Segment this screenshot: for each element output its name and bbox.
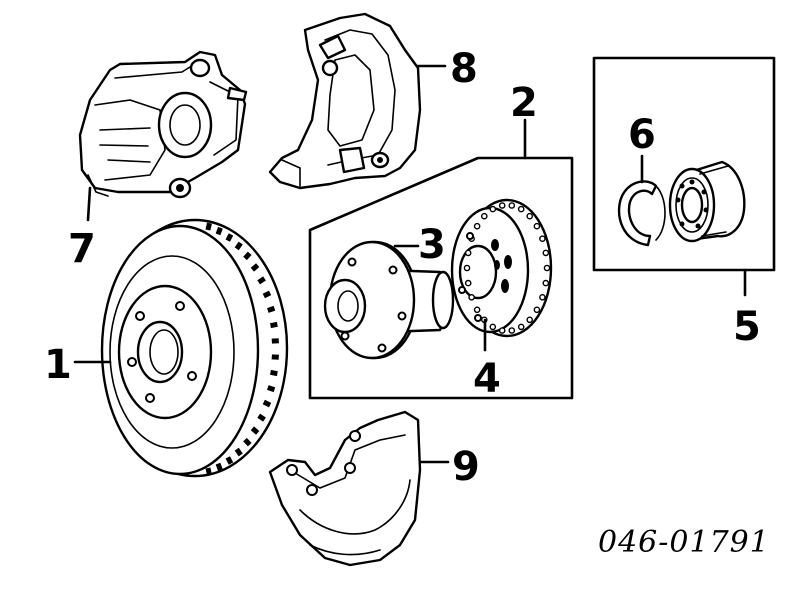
callout-2: 2 <box>510 80 538 126</box>
tone-ring-tooth <box>464 249 472 257</box>
vent-slot <box>234 447 243 457</box>
vent-slot <box>250 263 260 272</box>
dust-shield-part <box>268 410 450 567</box>
callout-6: 6 <box>628 112 656 158</box>
vent-slot <box>271 354 279 360</box>
vent-slot <box>215 462 223 472</box>
callout-1: 1 <box>44 342 72 388</box>
wheel-bearing-part <box>668 160 746 243</box>
tone-ring-tooth <box>543 264 551 272</box>
vent-slot <box>257 413 266 422</box>
tone-ring-tooth <box>542 249 550 257</box>
vent-slot <box>225 233 234 242</box>
vent-slot <box>225 456 234 465</box>
vent-slot <box>205 467 212 476</box>
tone-ring-tooth <box>468 293 475 301</box>
tone-ring-tooth <box>533 222 541 230</box>
tone-ring-tooth <box>526 212 534 220</box>
tone-ring-tooth <box>489 205 497 213</box>
hub-assembly-group <box>308 118 574 400</box>
vent-slot <box>234 241 243 251</box>
vent-slot <box>243 437 252 447</box>
vent-slot <box>269 369 278 377</box>
tone-ring-tooth <box>508 202 516 209</box>
tone-ring-tooth <box>508 327 516 334</box>
tone-ring-tooth <box>480 212 488 220</box>
tone-ring-part <box>450 198 553 352</box>
vent-slot <box>262 290 272 299</box>
vent-slot <box>267 385 276 393</box>
callout-7: 7 <box>68 226 96 272</box>
tone-ring-tooth <box>464 279 472 287</box>
vent-slot <box>271 338 279 344</box>
callout-4: 4 <box>473 356 501 402</box>
vent-slot <box>267 305 276 313</box>
vent-slot <box>269 321 278 329</box>
callout-8: 8 <box>450 46 478 92</box>
bearing-balls <box>675 179 709 229</box>
snap-ring-part <box>617 154 666 247</box>
vent-slot <box>205 222 212 231</box>
brake-disc-part <box>73 218 289 478</box>
tone-ring-tooth <box>489 323 497 331</box>
tone-ring-tooth <box>473 306 481 314</box>
tone-ring-tooth <box>542 279 550 287</box>
vent-slot <box>243 251 252 261</box>
tone-ring-tooth <box>539 293 546 301</box>
vent-slot <box>257 276 266 285</box>
bearing-kit-group <box>592 56 776 297</box>
disc-vent-slots <box>205 222 279 476</box>
callout-leader-7 <box>86 186 92 222</box>
wheel-hub-part <box>323 240 455 360</box>
tone-ring-tooth <box>498 202 506 209</box>
tone-ring-tooth <box>517 205 525 213</box>
callout-9: 9 <box>452 444 480 490</box>
caliper-bracket-part <box>268 12 447 190</box>
tone-ring-tooth <box>517 323 525 331</box>
vent-slot <box>262 399 272 408</box>
tone-ring-tooth <box>463 264 471 272</box>
tone-ring-tooth <box>498 327 506 334</box>
caliper-part <box>78 50 248 222</box>
callout-5: 5 <box>733 304 761 350</box>
tone-ring-tooth <box>473 222 481 230</box>
vent-slot <box>215 226 223 236</box>
vent-slot <box>250 426 260 435</box>
tone-ring-tooth <box>539 235 546 242</box>
tone-ring-tooth <box>533 306 541 314</box>
tone-ring-tooth <box>526 316 534 324</box>
part-code: 046-01791 <box>598 525 770 560</box>
callout-3: 3 <box>418 222 446 268</box>
